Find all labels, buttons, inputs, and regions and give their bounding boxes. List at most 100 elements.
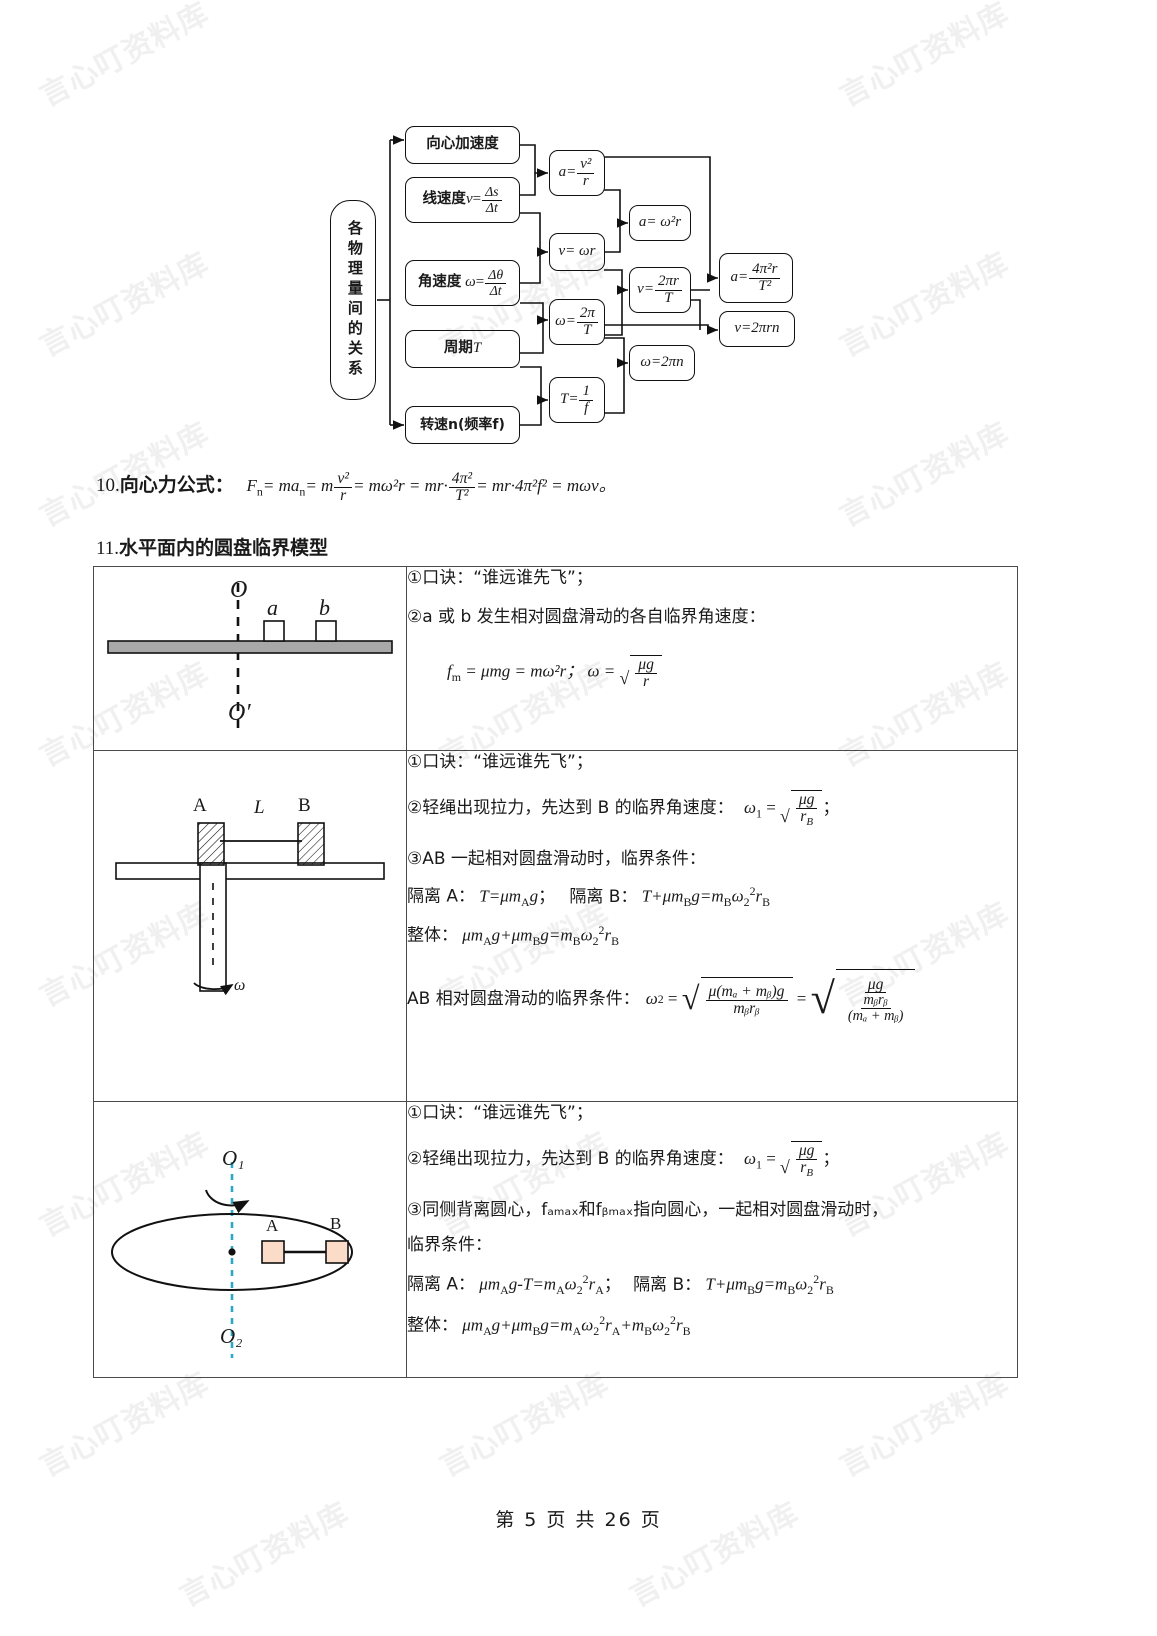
disc-ellipse [111,1213,353,1291]
flow-eq: = [475,274,485,291]
row2-para-1: ①口诀：“谁远谁先飞”； [407,752,593,772]
rotation-shaft [199,862,227,992]
flow-lhs: v= [637,281,654,298]
disc-critical-model-table: O O′ a b ①口诀：“谁远谁先飞”； ②a 或 b 发生相对圆盘滑动的各自… [93,566,1018,1378]
label-axis-bottom: O₂ [220,1324,243,1348]
flow-box-label: 向心加速度 [426,136,499,153]
label-block-b: B [330,1214,342,1233]
item-11-number: 11. [96,538,120,559]
row3-diagram-cell: O₁ O₂ A B [93,1101,407,1378]
flow-lhs: T= [560,391,579,408]
label-axis-bottom: O′ [228,700,251,726]
flow-box-a-eq-omega2-r: a= ω²r [629,205,691,241]
table-row: O₁ O₂ A B ①口诀：“谁远谁先飞”； ②轻绳出现拉力，先达到 B 的临界… [93,1101,1018,1378]
flow-box-v-eq-omega-r: v= ωr [549,233,605,271]
rotation-arrow [205,1189,250,1214]
inner-fraction: mᵦrᵦ(mₐ + mᵦ) [847,992,904,1025]
flow-box-label: 线速度 [422,191,466,208]
label-length: L [254,797,265,818]
disc-center-dot [228,1248,236,1256]
radical-sign: √ [681,980,700,1017]
rotating-shaft-two-blocks-diagram [115,822,385,996]
block-a-shape [197,822,225,866]
row3-text-cell: ①口诀：“谁远谁先飞”； ②轻绳出现拉力，先达到 B 的临界角速度： ω1 = … [406,1101,1018,1378]
label-omega: ω [234,977,246,994]
disc-rod-top-view-diagram [107,583,393,729]
label-block-b: B [298,795,311,816]
radical-sign: √ [780,806,790,827]
row1-para-1: ①口诀：“谁远谁先飞”； [407,568,593,588]
radical-sign: √ [780,1157,790,1178]
row3-whole-line: 整体： μmAg+μmBg=mAω22rA+mBω22rB [407,1313,691,1339]
disc-perspective-two-blocks-diagram [111,1162,353,1358]
flow-symbol: T [472,340,482,357]
row3-isolate-line: 隔离 A： μmAg-T=mAω22rA； 隔离 B： T+μmBg=mBω22… [407,1272,834,1298]
flow-symbol: v [465,191,473,208]
row1-diagram-cell: O O′ a b [93,566,407,751]
item-10-title: 向心力公式： [119,474,234,496]
radical-sign: √ [810,974,835,1024]
flow-box-label: 角速度 [417,274,462,291]
table-row: A L B ω ①口诀：“谁远谁先飞”； ②轻绳出现拉力，先达到 B 的临界角速… [93,750,1018,1102]
block-a-shape [261,1240,285,1264]
flow-formula: a= ω²r [638,214,682,231]
flow-lhs: a= [730,269,749,286]
row2-isolate-line: 隔离 A： T=μmAg； 隔离 B： T+μmBg=mBω22rB [407,884,771,910]
flowchart-connectors [377,135,718,430]
block-b-shape [325,1240,349,1264]
page-footer: 第 5 页 共 26 页 [495,1509,662,1531]
label-axis-top: O [230,577,248,603]
row1-text-cell: ①口诀：“谁远谁先飞”； ②a 或 b 发生相对圆盘滑动的各自临界角速度： fm… [406,566,1018,751]
flow-root-label: 各物理量间的关系 [345,220,362,380]
flow-formula: v= ωr [558,243,596,260]
row2-diagram-cell: A L B ω [93,750,407,1102]
label-block-a: a [267,595,278,620]
row3-para-4: 临界条件： [407,1235,492,1256]
radical-sign: √ [619,667,630,688]
flow-lhs: ω= [555,313,576,330]
row2-text-cell: ①口诀：“谁远谁先飞”； ②轻绳出现拉力，先达到 B 的临界角速度： ω1 = … [406,750,1018,1102]
row2-para-3: ③AB 一起相对圆盘滑动时，临界条件： [407,849,706,870]
label-block-a: A [193,795,207,816]
flow-box-omega-eq-2pi-n: ω=2πn [629,345,695,381]
flow-box-centripetal-acceleration: 向心加速度 [405,126,520,164]
row3-para-3: ③同侧背离圆心，fₐₘₐₓ和fᵦₘₐₓ指向圆心，一起相对圆盘滑动时， [407,1200,889,1221]
flow-formula: v=2πrn [734,320,780,337]
table-row: O O′ a b ①口诀：“谁远谁先飞”； ②a 或 b 发生相对圆盘滑动的各自… [93,566,1018,751]
disc-rod [107,640,393,654]
row1-para-2: ②a 或 b 发生相对圆盘滑动的各自临界角速度： [407,606,766,627]
block-b-shape [315,620,337,642]
flow-root-box: 各物理量间的关系 [330,200,376,400]
flow-eq: = [472,191,482,208]
block-b-shape [297,822,325,866]
flow-symbol: ω [465,274,476,291]
